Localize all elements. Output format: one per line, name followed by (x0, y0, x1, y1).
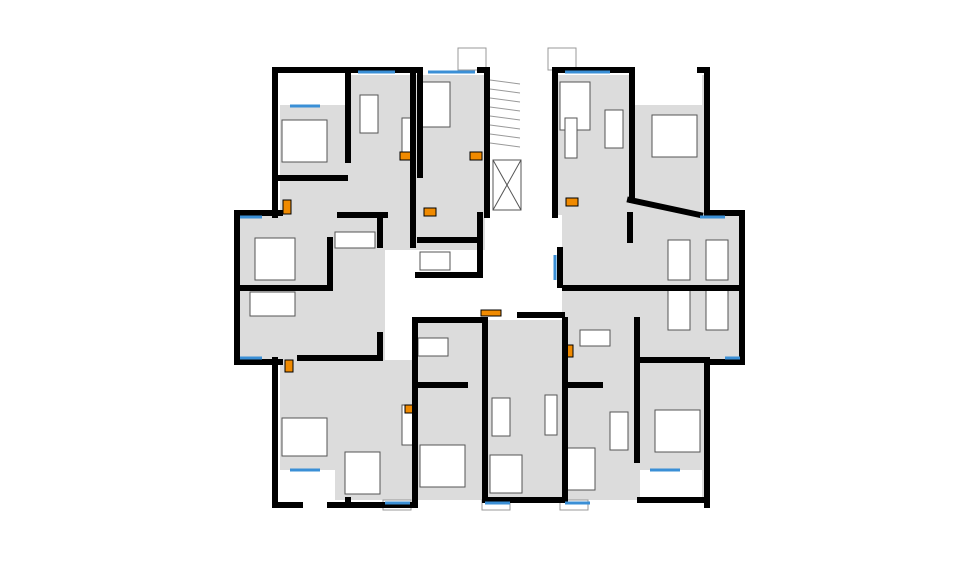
furniture (604, 109, 624, 149)
stair-step (489, 88, 521, 94)
stair-step (489, 79, 521, 85)
furniture (667, 289, 691, 331)
balcony (547, 47, 577, 71)
furniture (489, 454, 523, 494)
furniture (544, 394, 558, 436)
furniture (667, 239, 691, 281)
furniture (705, 289, 729, 331)
balcony (457, 47, 487, 71)
furniture (564, 447, 596, 491)
wall (626, 196, 704, 219)
open-area (632, 75, 702, 105)
ventilation-shaft (284, 359, 294, 373)
stair-step (489, 97, 521, 103)
furniture (334, 231, 376, 249)
furniture (579, 329, 611, 347)
ventilation-shaft (469, 151, 483, 161)
furniture (609, 411, 629, 451)
furniture-layer (249, 81, 729, 495)
furniture (564, 117, 578, 159)
stair-step (489, 124, 521, 130)
furniture (281, 119, 328, 163)
furniture (281, 417, 328, 457)
furniture (359, 94, 379, 134)
furniture (654, 409, 701, 453)
stair-step (489, 115, 521, 121)
open-area (280, 470, 335, 500)
ventilation-shaft (282, 199, 292, 215)
stair-step (489, 106, 521, 112)
ventilation-shaft (423, 207, 437, 217)
furniture (344, 451, 381, 495)
ventilation-shaft (565, 197, 579, 207)
furniture (651, 114, 698, 158)
open-area (640, 470, 702, 500)
furniture (419, 444, 466, 488)
open-area (385, 250, 560, 315)
furniture (419, 81, 451, 128)
elevator-cross (492, 159, 522, 211)
furniture (491, 397, 511, 437)
furniture (419, 251, 451, 271)
furniture (705, 239, 729, 281)
furniture (249, 291, 296, 317)
open-area (280, 75, 348, 105)
walls-layer (234, 67, 745, 508)
windows-layer (240, 70, 740, 505)
balcony (559, 499, 589, 511)
stair-step (489, 142, 521, 148)
furniture (254, 237, 296, 281)
ventilation-shaft (480, 309, 502, 317)
furniture (417, 337, 449, 357)
stair-step (489, 133, 521, 139)
